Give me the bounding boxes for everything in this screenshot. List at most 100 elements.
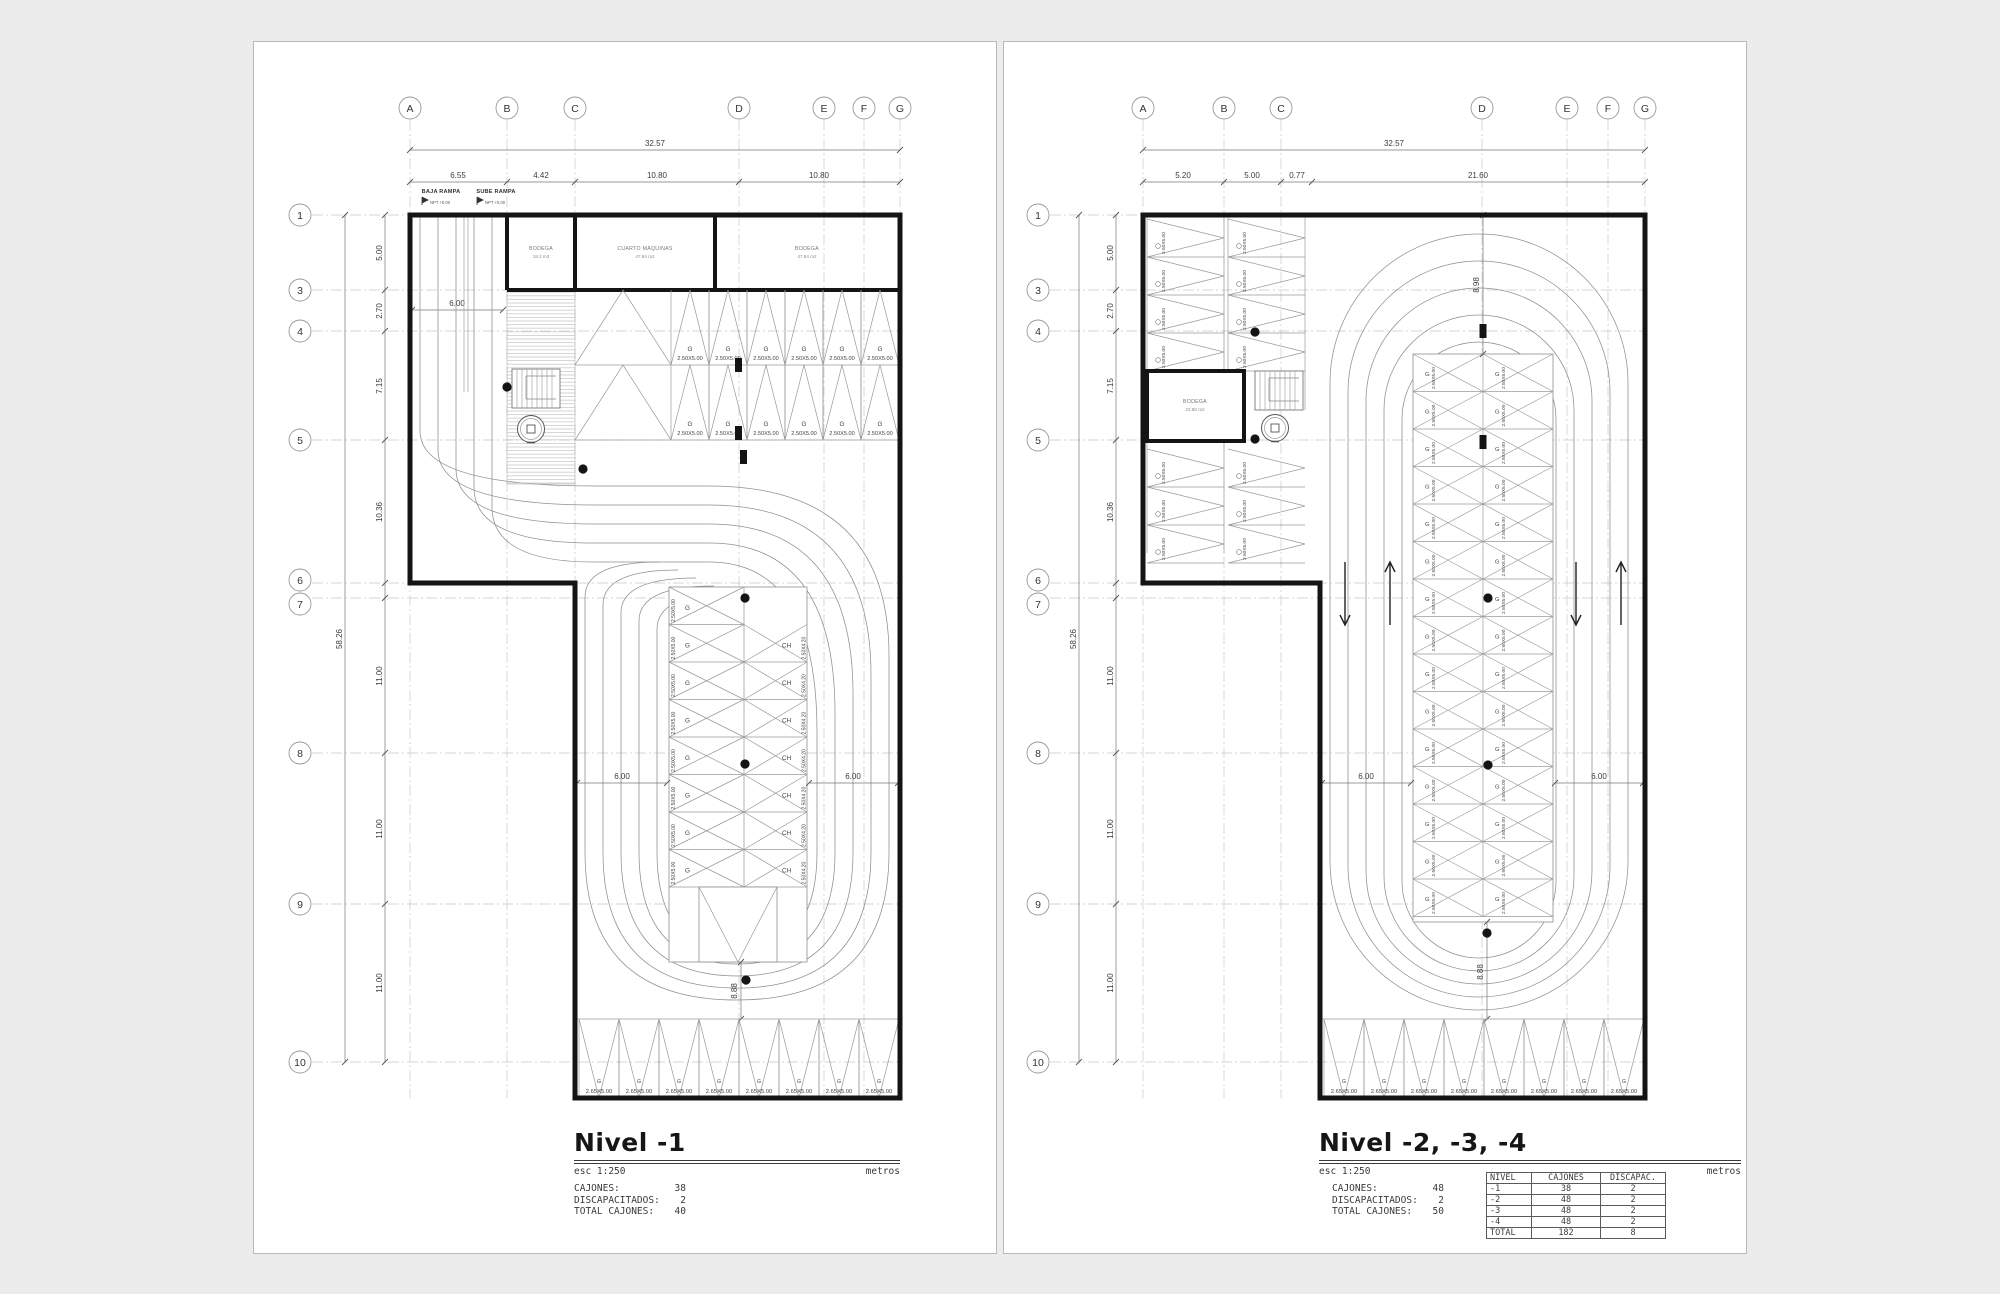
plan1-ramp-labels: BAJA RAMPA SUBE RAMPA NPT +0.00 NPT +0.0…: [421, 189, 515, 206]
grid-column-bubble: E: [1563, 103, 1570, 115]
dim-left-seg: 11.00: [1106, 819, 1115, 839]
dim-turn: 8.88: [730, 983, 739, 999]
plan1-top-dimensions: [410, 149, 900, 183]
grid-column-bubble: G: [1641, 103, 1649, 115]
plan1-title: Nivel -1: [574, 1128, 686, 1157]
npt-label: NPT +0.00: [430, 200, 451, 205]
plan1-grid-row-bubbles: 1 3 4 5 6 7 8 9 10: [288, 203, 312, 1074]
grid-row-bubble: 7: [1035, 599, 1041, 611]
dim-aisle: 6.00: [845, 772, 861, 781]
grid-row-bubble: 3: [1035, 285, 1041, 297]
accessible-stall: [698, 886, 778, 963]
dim-left-seg: 11.00: [1106, 666, 1115, 686]
grid-column-bubble: A: [406, 103, 413, 115]
title-rule: [1319, 1160, 1741, 1164]
plan1-left-dimensions: [344, 215, 386, 1062]
room-area: 47.84 m2: [635, 254, 655, 259]
table-cell: 48: [1531, 1216, 1601, 1228]
dim-top-seg: 6.55: [450, 171, 466, 180]
grid-column-bubble: C: [1277, 103, 1285, 115]
dim-top-seg: 0.77: [1289, 171, 1305, 180]
plan1-bottom-stalls: [575, 1018, 900, 1099]
plan2-titleblock: Nivel -2, -3, -4 esc 1:250 metros: [1319, 1128, 1741, 1177]
grid-column-bubble: B: [1220, 103, 1227, 115]
dim-aisle: 6.00: [614, 772, 630, 781]
grid-row-bubble: 9: [297, 899, 303, 911]
plan2-grid-row-bubbles: 1 3 4 5 6 7 8 9 10: [1026, 203, 1050, 1074]
npt-label: NPT +0.00: [485, 200, 506, 205]
dim-left-seg: 10.36: [375, 501, 384, 522]
grid-column-bubble: E: [820, 103, 827, 115]
grid-column-bubble: A: [1139, 103, 1146, 115]
table-cell: 182: [1531, 1227, 1601, 1239]
grid-row-bubble: 10: [1032, 1057, 1044, 1069]
grid-row-bubble: 9: [1035, 899, 1041, 911]
table-cell: -3: [1486, 1205, 1532, 1217]
grid-row-bubble: 4: [1035, 326, 1041, 338]
ramp-down-label: BAJA RAMPA: [422, 189, 461, 195]
sheet-nivel-2-3-4: 32.57 5.20 5.00 0.77 21.60 58.26 5.00 2.…: [1003, 41, 1747, 1254]
plan1-island: [668, 586, 808, 963]
grid-column-bubble: F: [1605, 103, 1611, 115]
dim-top-total: 32.57: [1384, 139, 1405, 148]
dim-aisle: 6.00: [1591, 772, 1607, 781]
ramp-lane-rings: [1329, 233, 1629, 1011]
scale-label: esc 1:250: [574, 1165, 626, 1177]
grid-column-bubble: F: [861, 103, 867, 115]
scale-label: esc 1:250: [1319, 1165, 1371, 1177]
dim-top-seg: 5.20: [1175, 171, 1191, 180]
stats-label: CAJONES:: [574, 1183, 620, 1194]
grid-row-bubble: 4: [297, 326, 303, 338]
grid-column-bubble: D: [735, 103, 743, 115]
dim-left-total: 58.26: [1069, 628, 1078, 649]
stats-label: DISCAPACITADOS:: [574, 1194, 660, 1206]
units-label: metros: [865, 1165, 900, 1177]
sheet-nivel-1: 32.57 6.55 4.42 10.80 10.80 58.26 5.00 2…: [253, 41, 997, 1254]
stats-row: DISCAPACITADOS:2: [574, 1195, 686, 1207]
table-header: DISCAPAC.: [1600, 1172, 1666, 1184]
grid-row-bubble: 5: [297, 435, 303, 447]
dim-top-seg: 21.60: [1468, 171, 1489, 180]
dim-left-seg: 7.15: [1106, 378, 1115, 394]
plan2-bottom-stalls: [1320, 1018, 1645, 1099]
dim-left-seg: 11.00: [375, 819, 384, 839]
stats-value: 48: [1432, 1183, 1444, 1194]
dim-aisle: 6.00: [1358, 772, 1374, 781]
table-cell: -1: [1486, 1183, 1532, 1195]
plan2-top-dimensions: [1143, 149, 1645, 183]
table-cell: 2: [1600, 1183, 1666, 1195]
table-cell: 2: [1600, 1216, 1666, 1228]
table-header: NIVEL: [1486, 1172, 1532, 1184]
table-cell: TOTAL: [1486, 1227, 1532, 1239]
stats-row: TOTAL CAJONES: 40: [574, 1206, 686, 1218]
table-header: CAJONES: [1531, 1172, 1601, 1184]
plan2-left-dimensions: [1078, 215, 1117, 1062]
units-label: metros: [1706, 1165, 1741, 1177]
dim-left-seg: 11.00: [1106, 973, 1115, 993]
ramp-lane-curves: [419, 215, 890, 1001]
grid-row-bubble: 8: [297, 748, 303, 760]
table-cell: 48: [1531, 1205, 1601, 1217]
grid-row-bubble: 6: [297, 575, 303, 587]
dim-left-seg: 11.00: [375, 973, 384, 993]
stats-row: DISCAPACITADOS:2: [1332, 1195, 1444, 1207]
room-name: CUARTO MÁQUINAS: [617, 245, 673, 252]
stats-value: 40: [674, 1206, 686, 1217]
stats-label: TOTAL CAJONES:: [574, 1206, 655, 1217]
room-area: 19.2 m2: [533, 254, 550, 259]
grid-row-bubble: 10: [294, 1057, 306, 1069]
grid-row-bubble: 7: [297, 599, 303, 611]
dim-left-seg: 2.70: [375, 303, 384, 319]
plan1-grid-column-bubbles: A B C D E F G: [398, 96, 912, 120]
dim-left-seg: 5.00: [1106, 245, 1115, 261]
dim-turn-top: 8.98: [1472, 277, 1481, 293]
plan1-rooms: BODEGA 19.2 m2 CUARTO MÁQUINAS 47.84 m2 …: [505, 215, 900, 292]
plan2-grid-column-bubbles: A B C D E F G: [1131, 96, 1657, 120]
dim-top-seg: 10.80: [647, 171, 668, 180]
dim-turn: 8.88: [1476, 964, 1485, 980]
